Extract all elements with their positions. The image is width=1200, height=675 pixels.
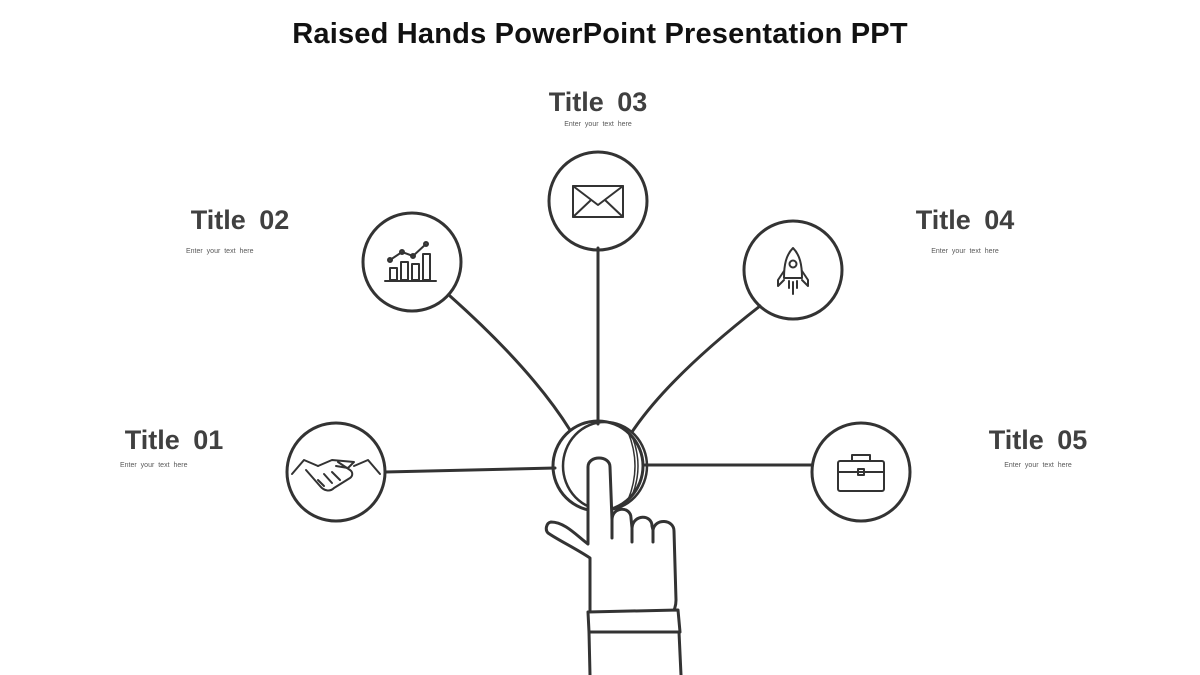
circle-04 <box>742 219 844 321</box>
label-04-title: Title 04 <box>915 205 1015 235</box>
label-01-text: Enter your text here <box>120 462 188 469</box>
label-01-title: Title 01 <box>124 425 224 455</box>
circle-05 <box>810 421 912 523</box>
briefcase-icon <box>837 454 885 492</box>
pointing-hand-icon <box>544 456 683 675</box>
connector-lines <box>383 246 814 474</box>
label-05-title: Title 05 <box>988 425 1088 455</box>
label-02: Title 02 Enter your text here <box>125 204 355 255</box>
label-04: Title 04 Enter your text here <box>850 204 1080 255</box>
envelope-icon <box>572 185 624 218</box>
growth-chart-icon <box>384 241 437 282</box>
connector-04 <box>630 304 762 434</box>
slide-title: Raised Hands PowerPoint Presentation PPT <box>292 18 908 50</box>
circle-01 <box>285 421 387 523</box>
rocket-icon <box>777 247 809 295</box>
label-03-title: Title 03 <box>548 87 648 117</box>
label-03-text: Enter your text here <box>564 121 632 128</box>
handshake-icon <box>291 459 381 492</box>
label-05-text: Enter your text here <box>1004 462 1072 469</box>
circle-02 <box>361 211 463 313</box>
label-04-text: Enter your text here <box>931 248 999 255</box>
label-02-text: Enter your text here <box>186 248 254 255</box>
connector-02 <box>448 294 572 432</box>
label-05: Title 05 Enter your text here <box>923 424 1153 469</box>
connector-01 <box>383 466 557 474</box>
label-03: Title 03 Enter your text here <box>483 86 713 128</box>
label-01: Title 01 Enter your text here <box>59 424 289 469</box>
label-02-title: Title 02 <box>190 205 290 235</box>
circle-03 <box>547 150 649 252</box>
